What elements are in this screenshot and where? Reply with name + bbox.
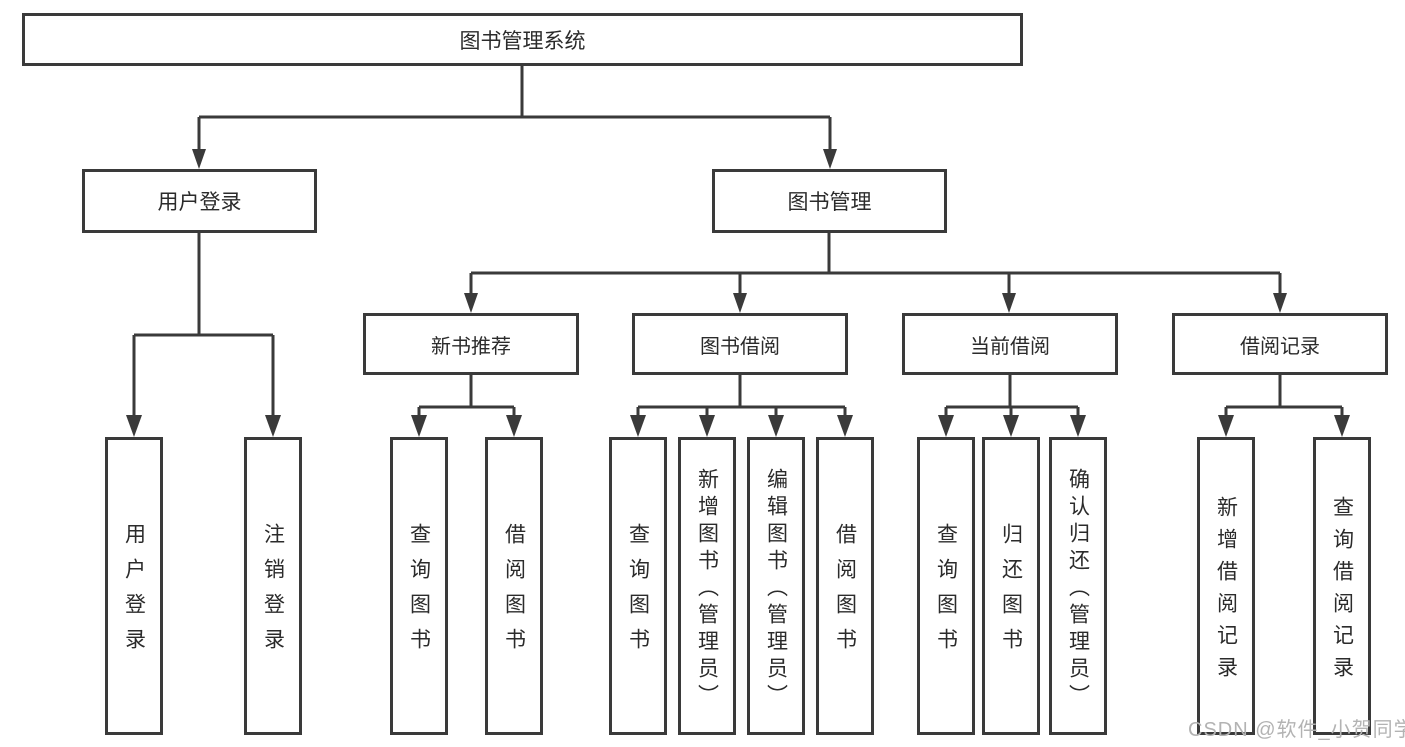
leaf-return-book: 归还图书 <box>982 437 1040 735</box>
node-user-login-branch: 用户登录 <box>82 169 317 233</box>
node-new-book-recommend: 新书推荐 <box>363 313 579 375</box>
leaf-borrow-books-2-label: 借阅图书 <box>833 523 857 663</box>
node-root: 图书管理系统 <box>22 13 1023 66</box>
leaf-query-borrow-record: 查询借阅记录 <box>1313 437 1371 735</box>
node-root-label: 图书管理系统 <box>459 29 586 53</box>
leaf-add-borrow-record-label: 新增借阅记录 <box>1214 495 1238 688</box>
connector-borrow-records <box>1224 375 1344 420</box>
leaf-user-login: 用户登录 <box>105 437 163 735</box>
leaf-add-book-admin-label: 新增图书（管理员） <box>695 467 719 711</box>
connector-root-to-level2 <box>197 66 832 152</box>
connector-user-login-to-leaves <box>132 233 275 418</box>
leaf-query-books-1: 查询图书 <box>390 437 448 735</box>
leaf-borrow-books-2: 借阅图书 <box>816 437 874 735</box>
node-book-management-label: 图书管理 <box>787 191 872 214</box>
connector-book-borrow <box>636 375 847 420</box>
connector-current-borrow <box>944 375 1080 420</box>
leaf-logout: 注销登录 <box>244 437 302 735</box>
node-current-borrow: 当前借阅 <box>902 313 1118 375</box>
node-user-login-branch-label: 用户登录 <box>157 191 242 214</box>
leaf-query-books-3: 查询图书 <box>917 437 975 735</box>
leaf-query-books-3-label: 查询图书 <box>934 523 958 663</box>
leaf-query-books-2: 查询图书 <box>609 437 667 735</box>
node-book-management: 图书管理 <box>712 169 947 233</box>
watermark: CSDN @软件_小贺同学 <box>1188 719 1405 741</box>
node-book-borrow: 图书借阅 <box>632 313 848 375</box>
leaf-borrow-books-1: 借阅图书 <box>485 437 543 735</box>
leaf-query-books-1-label: 查询图书 <box>407 523 431 663</box>
connector-book-mgmt-to-level3 <box>469 233 1282 296</box>
connector-new-book-rec <box>417 375 516 420</box>
leaf-user-login-label: 用户登录 <box>122 523 146 663</box>
arrowheads <box>126 149 1350 437</box>
leaf-edit-book-admin: 编辑图书（管理员） <box>747 437 805 735</box>
leaf-query-books-2-label: 查询图书 <box>626 523 650 663</box>
node-book-borrow-label: 图书借阅 <box>700 335 780 358</box>
leaf-confirm-return-admin: 确认归还（管理员） <box>1049 437 1107 735</box>
node-borrow-records-label: 借阅记录 <box>1240 335 1320 358</box>
leaf-edit-book-admin-label: 编辑图书（管理员） <box>764 467 788 711</box>
leaf-confirm-return-admin-label: 确认归还（管理员） <box>1066 467 1090 711</box>
leaf-add-book-admin: 新增图书（管理员） <box>678 437 736 735</box>
node-new-book-recommend-label: 新书推荐 <box>431 335 511 358</box>
leaf-logout-label: 注销登录 <box>261 523 285 663</box>
node-current-borrow-label: 当前借阅 <box>970 335 1050 358</box>
leaf-return-book-label: 归还图书 <box>999 523 1023 663</box>
node-borrow-records: 借阅记录 <box>1172 313 1388 375</box>
leaf-query-borrow-record-label: 查询借阅记录 <box>1330 495 1354 688</box>
leaf-borrow-books-1-label: 借阅图书 <box>502 523 526 663</box>
leaf-add-borrow-record: 新增借阅记录 <box>1197 437 1255 735</box>
